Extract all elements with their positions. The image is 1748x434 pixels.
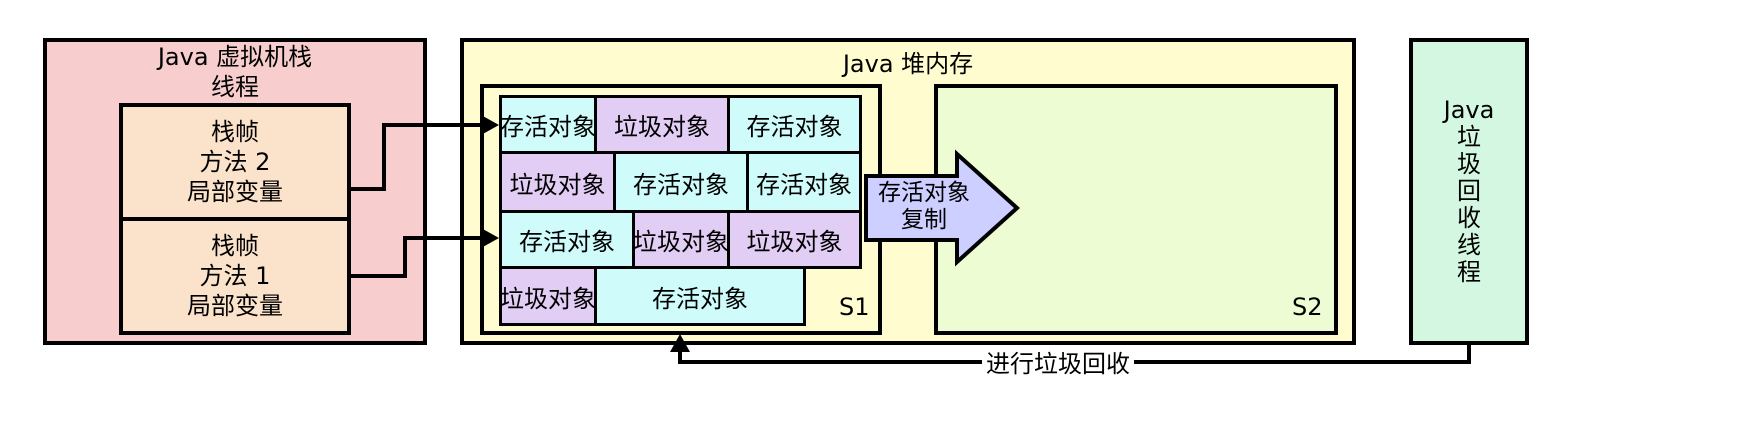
stack-frame-method-2: 栈帧 方法 2 局部变量 <box>119 103 351 221</box>
gc-edge-label: 进行垃圾回收 <box>982 350 1134 378</box>
stack-frame-1-line-3: 局部变量 <box>187 292 283 320</box>
jvm-stack-title-block: Java 虚拟机栈 线程 <box>47 42 423 102</box>
object-cell-r1c2: 垃圾对象 <box>594 95 730 154</box>
gc-thread-line-1: Java <box>1443 96 1495 124</box>
gc-thread-line-7: 程 <box>1457 258 1481 286</box>
jvm-stack-title: Java 虚拟机栈 <box>157 43 313 71</box>
jvm-stack-subtitle: 线程 <box>211 73 259 101</box>
gc-thread-line-5: 收 <box>1457 204 1481 232</box>
gc-edge-arrowhead <box>670 334 690 352</box>
copy-arrow-label: 存活对象 复制 <box>868 176 980 238</box>
object-cell-r3c3: 垃圾对象 <box>727 210 862 269</box>
object-cell-r4c1: 垃圾对象 <box>499 266 597 326</box>
stack-frame-2-line-2: 方法 2 <box>199 148 271 176</box>
stack-frame-1-line-1: 栈帧 <box>211 232 259 260</box>
s1-label: S1 <box>839 293 870 321</box>
s2-label: S2 <box>1292 293 1323 321</box>
frame2-arrowhead <box>481 115 499 135</box>
java-heap-title: Java 堆内存 <box>842 50 974 78</box>
frame1-reference-arrow <box>351 236 484 278</box>
frame2-reference-arrow <box>351 123 484 191</box>
copy-arrow-shape <box>864 149 1020 267</box>
frame1-arrowhead <box>481 228 499 248</box>
stack-frame-method-1: 栈帧 方法 1 局部变量 <box>119 217 351 335</box>
gc-thread-line-2: 垃 <box>1457 123 1481 151</box>
object-cell-r2c2: 存活对象 <box>613 151 749 213</box>
gc-thread-line-3: 圾 <box>1457 150 1481 178</box>
object-cell-r4c2: 存活对象 <box>594 266 806 326</box>
object-cell-r3c2: 垃圾对象 <box>632 210 730 269</box>
stack-frame-2-line-3: 局部变量 <box>187 178 283 206</box>
copy-arrow-line-1: 存活对象 <box>878 180 970 206</box>
copy-arrow-line-2: 复制 <box>901 207 947 233</box>
gc-thread-panel: Java 垃 圾 回 收 线 程 <box>1409 38 1529 345</box>
object-cell-r3c1: 存活对象 <box>499 210 635 269</box>
stack-frame-1-line-2: 方法 1 <box>199 262 271 290</box>
gc-thread-line-6: 线 <box>1457 231 1481 259</box>
gc-thread-line-4: 回 <box>1457 177 1481 205</box>
stack-frame-2-line-1: 栈帧 <box>211 118 259 146</box>
